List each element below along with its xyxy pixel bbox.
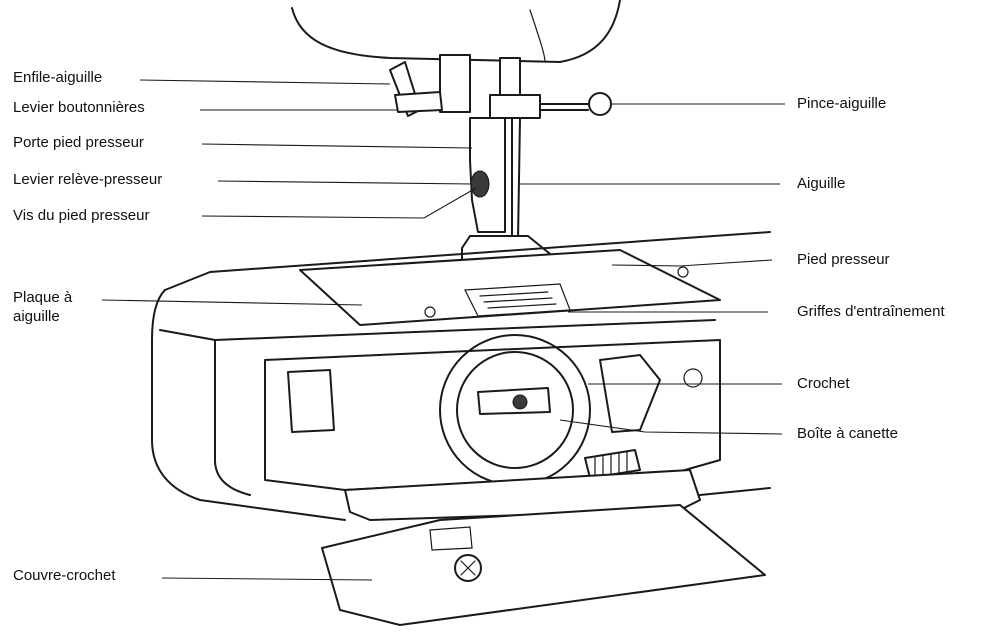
label-enfile-aiguille: Enfile-aiguille [13, 69, 103, 86]
label-levier-boutonnieres: Levier boutonnières [13, 99, 145, 116]
hook-area [264, 334, 721, 491]
leader-lines-right [520, 103, 785, 435]
machine-head [291, 0, 621, 119]
label-plaque-aiguille: Plaque à aiguille [13, 289, 73, 325]
label-vis-pied-presseur: Vis du pied presseur [13, 207, 150, 224]
label-aiguille: Aiguille [797, 175, 846, 192]
label-griffes-entrainement: Griffes d'entraînement [797, 303, 945, 320]
pince-aiguille-knob [588, 92, 612, 116]
label-porte-pied-presseur: Porte pied presseur [13, 134, 144, 151]
couvre-crochet-cover [321, 469, 766, 626]
vis-pied-presseur-screw [470, 170, 490, 198]
label-crochet: Crochet [797, 375, 850, 392]
machine-bed [151, 231, 771, 521]
label-couvre-crochet: Couvre-crochet [13, 567, 116, 584]
levier-boutonnieres-part [394, 91, 443, 113]
label-pince-aiguille: Pince-aiguille [797, 95, 887, 112]
leader-lines-left [101, 79, 477, 581]
tension-spring [584, 449, 641, 479]
label-pied-presseur: Pied presseur [797, 251, 890, 268]
label-boite-canette: Boîte à canette [797, 425, 898, 442]
label-levier-releve-presseur: Levier relève-presseur [13, 171, 163, 188]
